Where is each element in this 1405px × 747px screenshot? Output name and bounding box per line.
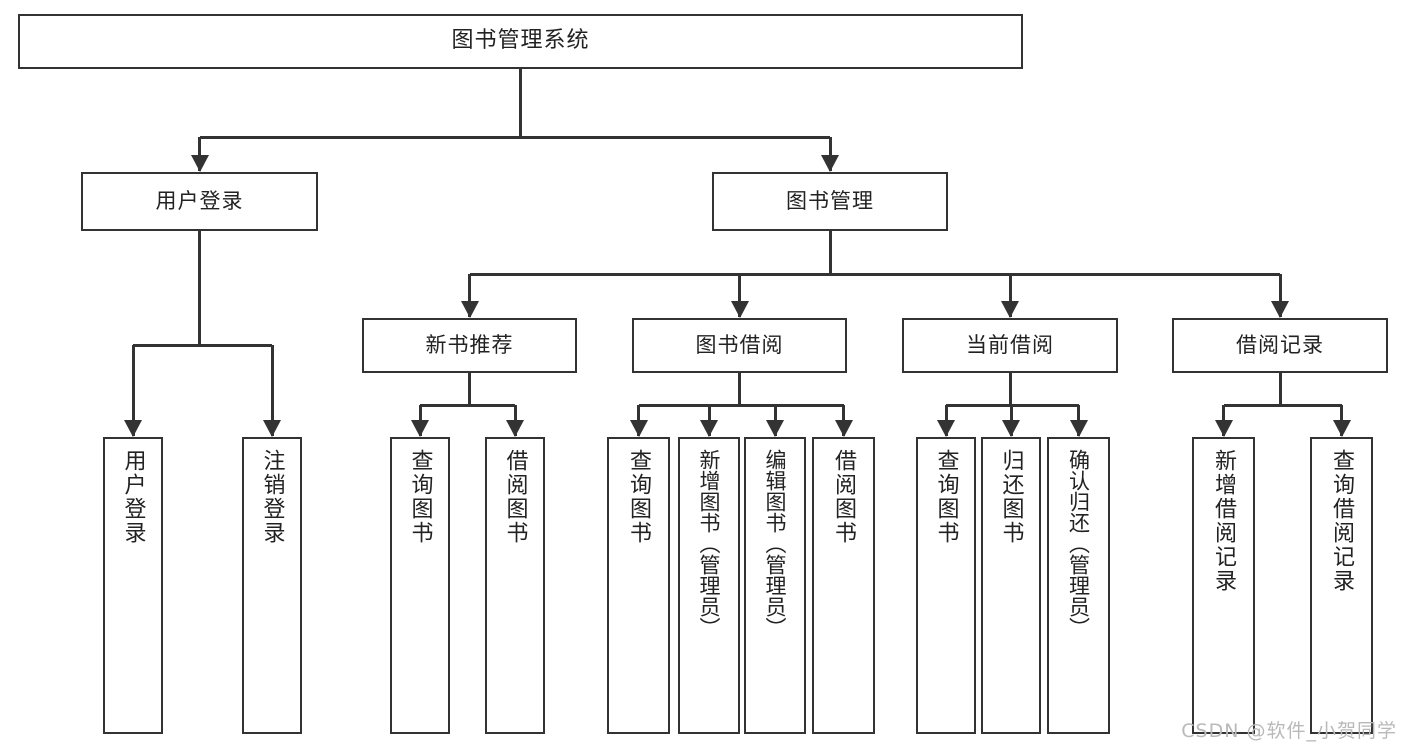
arrowhead-icon <box>834 420 853 437</box>
node-leaf-11[interactable]: 新增借阅记录 <box>1192 437 1255 734</box>
node-label: 确认归还（管理员） <box>1066 449 1091 638</box>
node-leaf-1[interactable]: 注销登录 <box>242 437 302 734</box>
arrowhead-icon <box>821 155 839 172</box>
node-leaf-4[interactable]: 查询图书 <box>607 437 670 734</box>
connector-parent-stem <box>198 231 201 345</box>
node-label: 用户登录 <box>155 188 244 213</box>
connector-parent-stem <box>1278 373 1282 405</box>
node-level3-0[interactable]: 新书推荐 <box>362 318 577 373</box>
connector-bus-level2 <box>199 135 830 139</box>
node-leaf-6[interactable]: 编辑图书（管理员） <box>744 437 806 734</box>
node-label: 借阅图书 <box>502 449 528 545</box>
node-leaf-8[interactable]: 查询图书 <box>916 437 976 734</box>
arrowhead-icon <box>1001 301 1019 318</box>
connector-to-leaf <box>270 345 274 436</box>
node-label: 注销登录 <box>259 449 285 545</box>
node-leaf-3[interactable]: 借阅图书 <box>485 437 545 734</box>
node-level2-1[interactable]: 图书管理 <box>712 172 948 231</box>
node-label: 借阅记录 <box>1236 332 1324 357</box>
connector-parent-stem <box>738 373 741 405</box>
node-label: 编辑图书（管理员） <box>763 449 788 638</box>
node-level3-3[interactable]: 借阅记录 <box>1172 318 1388 373</box>
connector-level2-stem <box>828 231 832 274</box>
node-label: 新增图书（管理员） <box>697 449 722 638</box>
node-label: 新书推荐 <box>425 332 514 357</box>
arrowhead-icon <box>700 420 718 437</box>
node-level2-0[interactable]: 用户登录 <box>81 172 318 231</box>
node-label: 用户登录 <box>120 449 146 545</box>
node-leaf-2[interactable]: 查询图书 <box>390 437 450 734</box>
node-label: 查询图书 <box>407 449 433 545</box>
connector-parent-stem <box>468 373 471 405</box>
connector-to-level2 <box>828 137 832 171</box>
connector-to-leaf <box>131 345 135 436</box>
node-level3-2[interactable]: 当前借阅 <box>902 318 1118 373</box>
arrowhead-icon <box>629 420 648 437</box>
node-label: 查询图书 <box>933 449 959 545</box>
node-leaf-10[interactable]: 确认归还（管理员） <box>1047 437 1110 734</box>
node-leaf-9[interactable]: 归还图书 <box>981 437 1041 734</box>
arrowhead-icon <box>1214 420 1233 437</box>
arrowhead-icon <box>766 420 784 437</box>
arrowhead-icon <box>190 155 209 172</box>
connector-bus-leaves <box>638 403 844 407</box>
node-root[interactable]: 图书管理系统 <box>18 14 1023 69</box>
node-leaf-7[interactable]: 借阅图书 <box>812 437 875 734</box>
node-label: 图书管理系统 <box>451 28 590 54</box>
arrowhead-icon <box>124 420 142 437</box>
connector-to-level3 <box>468 274 471 317</box>
node-label: 图书管理 <box>786 188 874 213</box>
connector-to-level2 <box>198 137 201 171</box>
arrowhead-icon <box>1271 301 1289 318</box>
connector-bus-level3 <box>469 272 1280 276</box>
connector-bus-leaves <box>133 343 272 347</box>
node-label: 查询借阅记录 <box>1329 449 1355 593</box>
node-label: 归还图书 <box>998 449 1024 545</box>
arrowhead-icon <box>1332 420 1351 437</box>
arrowhead-icon <box>1069 420 1088 437</box>
node-label: 当前借阅 <box>966 332 1054 357</box>
connector-parent-stem <box>1008 373 1012 405</box>
node-label: 查询图书 <box>626 449 652 545</box>
node-leaf-0[interactable]: 用户登录 <box>103 437 163 734</box>
node-level3-1[interactable]: 图书借阅 <box>632 318 847 373</box>
node-label: 借阅图书 <box>831 449 857 545</box>
node-label: 图书借阅 <box>695 332 784 357</box>
arrowhead-icon <box>506 420 524 437</box>
connector-bus-leaves <box>420 403 515 407</box>
arrowhead-icon <box>411 420 429 437</box>
connector-root-stem <box>519 69 522 137</box>
arrowhead-icon <box>263 420 281 437</box>
node-leaf-12[interactable]: 查询借阅记录 <box>1310 437 1373 734</box>
node-leaf-5[interactable]: 新增图书（管理员） <box>678 437 740 734</box>
connector-to-level3 <box>1278 274 1282 317</box>
connector-to-level3 <box>1008 274 1012 317</box>
arrowhead-icon <box>730 301 749 318</box>
node-label: 新增借阅记录 <box>1211 449 1237 593</box>
connector-to-level3 <box>738 274 741 317</box>
arrowhead-icon <box>937 420 955 437</box>
connector-bus-leaves <box>1223 403 1342 407</box>
arrowhead-icon <box>1002 420 1020 437</box>
arrowhead-icon <box>460 301 479 318</box>
